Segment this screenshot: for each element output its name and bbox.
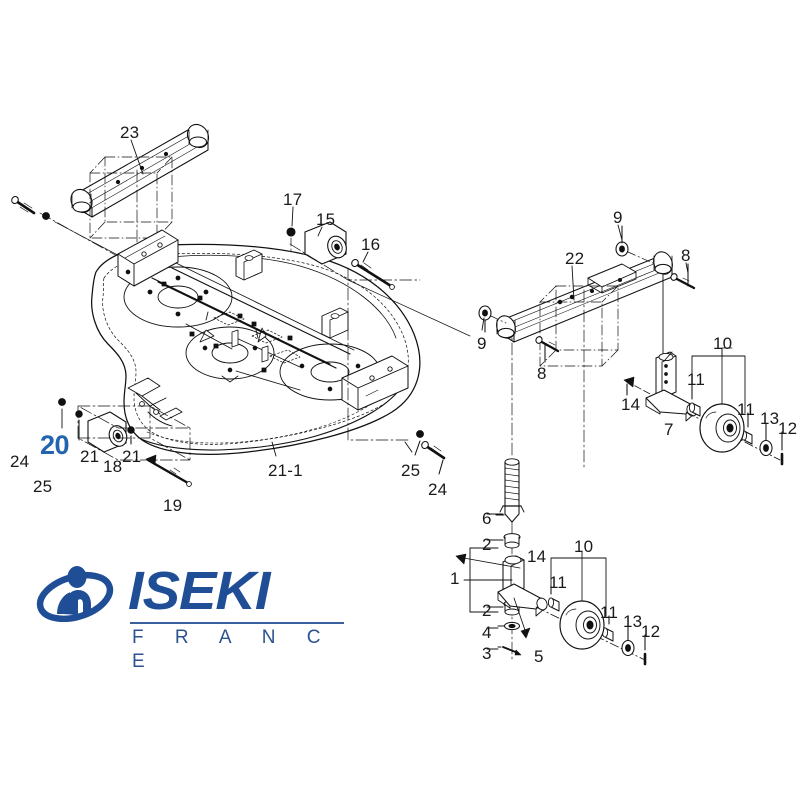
- callout-16-pin: 16: [361, 235, 381, 254]
- part-6-threaded-rod: [495, 458, 525, 523]
- deck-upright-mounts: [235, 249, 349, 339]
- part-18-roller: [87, 411, 128, 453]
- callout-11-upper-left-spacer: 11: [687, 370, 706, 389]
- part-10-lower-wheel: [559, 557, 605, 650]
- callout-10-lower-wheel-kit: 10: [574, 537, 594, 556]
- callout-8-left-bolt: 8: [537, 364, 547, 383]
- bracket-lines-lower: [550, 551, 607, 617]
- callout-22-rear-bar: 22: [565, 249, 585, 268]
- part-13-lower-washer: [621, 626, 635, 657]
- callout-20-highlighted: 20: [40, 430, 70, 460]
- callout-11-upper-right-spacer: 11: [737, 400, 756, 419]
- callout-8-right-bolt: 8: [681, 246, 691, 265]
- callout-15-roller: 15: [316, 210, 336, 229]
- iseki-figure-ellipse-logo: [36, 566, 114, 622]
- callout-24-lower-right: 24: [428, 480, 448, 499]
- part-11-lower-spacers: [547, 585, 614, 642]
- callout-17-bolt: 17: [283, 190, 303, 209]
- callout-11-lower-right-spacer: 11: [600, 603, 619, 622]
- callout-3-cotter-pin: 3: [482, 644, 492, 663]
- part-23-lift-bar: [70, 123, 210, 239]
- callout-25-upper-left: 25: [33, 477, 53, 496]
- callout-6-threaded-rod: 6: [482, 509, 492, 528]
- callout-21-right-collar: 21: [122, 447, 142, 466]
- callout-9-left-washer: 9: [477, 334, 487, 353]
- callout-21-1-deck-shell: 21-1: [268, 461, 303, 480]
- brand-subtitle: F R A N C E: [132, 627, 334, 672]
- callout-5-grease-fitting: 5: [534, 647, 544, 666]
- callout-9-right-washer: 9: [613, 208, 623, 227]
- logo-divider: [130, 622, 344, 624]
- part-21-collars: [75, 410, 135, 445]
- callout-4-washer: 4: [482, 623, 492, 642]
- callout-2-lower-bushing: 2: [482, 601, 492, 620]
- deck-bracket-rear-left: [117, 229, 179, 287]
- part-4-washer: [497, 621, 521, 631]
- callout-23-lift-bar: 23: [120, 123, 140, 142]
- callout-19-bolt: 19: [163, 496, 183, 515]
- callout-7-caster-fork: 7: [664, 420, 674, 439]
- deck-bracket-front-right: [341, 355, 409, 411]
- part-14-upper-pin: [623, 376, 653, 396]
- callout-12-lower-pin: 12: [641, 622, 661, 641]
- bracket-group-1: [463, 547, 513, 613]
- part-8-bolts: [535, 263, 696, 363]
- part-13-upper-washer: [759, 423, 773, 457]
- callout-18-roller: 18: [103, 457, 123, 476]
- part-1-lower-caster-fork: [497, 555, 548, 617]
- part-3-cotter-pin: [497, 646, 522, 656]
- part-19-bolt: [145, 454, 192, 487]
- callout-11-lower-left-spacer: 11: [549, 573, 568, 592]
- callout-21-left-collar: 21: [80, 447, 100, 466]
- callout-25-lower-right: 25: [401, 461, 421, 480]
- part-20-nut: [58, 398, 66, 406]
- part-16-pin: [351, 258, 395, 290]
- callout-14-upper-yoke-pin: 14: [621, 395, 641, 414]
- part-22-rear-bar: [496, 251, 673, 367]
- part-24-upper-bolt: [11, 195, 36, 215]
- callout-12-upper-pin: 12: [778, 419, 798, 438]
- deck-internal-structure: [151, 262, 355, 391]
- callout-1-caster-assembly: 1: [450, 569, 460, 588]
- bracket-lines-upper: [691, 347, 746, 414]
- part-17-bolt: [286, 227, 296, 253]
- callout-2-upper-bushing: 2: [482, 535, 492, 554]
- part-24-lower-bolt: [421, 440, 446, 475]
- callout-13-lower-washer: 13: [623, 612, 643, 631]
- callout-13-upper-washer: 13: [760, 409, 780, 428]
- part-25-lower-nut: [416, 430, 424, 438]
- callout-14-lower-yoke-pin: 14: [527, 547, 547, 566]
- iseki-wordmark: ISEKI F R A N C E: [128, 562, 346, 674]
- callout-24-upper-left: 24: [10, 452, 30, 471]
- brand-name: ISEKI: [128, 561, 271, 621]
- iseki-france-logo: ISEKI F R A N C E: [36, 562, 348, 672]
- part-7-upper-caster-fork: [645, 351, 698, 422]
- part-15-roller: [304, 221, 347, 265]
- part-14-lower-pin: [455, 553, 521, 569]
- callout-10-upper-wheel-kit: 10: [713, 334, 733, 353]
